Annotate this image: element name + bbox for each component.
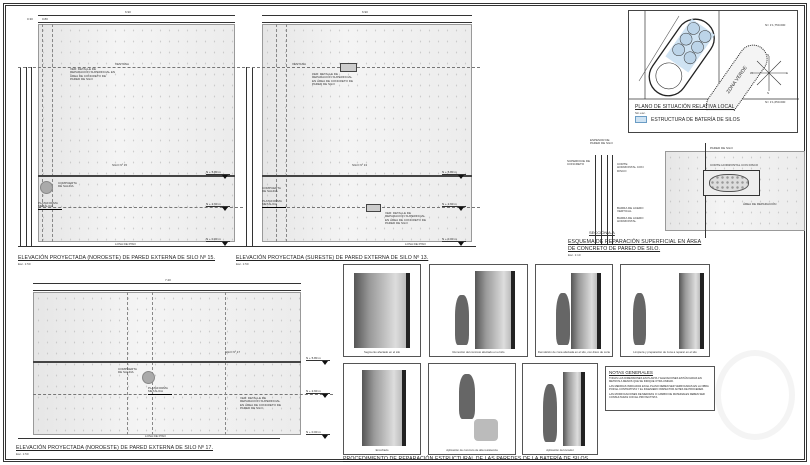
coordinate: N= 1'1,650.000 xyxy=(765,100,786,104)
level-marker: N + 5.80 m xyxy=(306,356,330,365)
plan-title: PLANO DE SITUACIÓN RELATIVA LOCAL xyxy=(635,104,735,110)
procedure-title: PROCEDIMIENTO DE REPARACIÓN ESTRUCTURAL … xyxy=(343,456,590,462)
compass-e: E xyxy=(786,71,789,75)
site-plan-drawing xyxy=(629,11,799,111)
location-plan: ZONA VERDE N S E W N= 1'1,750.000 N= 1'1… xyxy=(628,10,799,133)
legend-swatch xyxy=(635,116,647,123)
scheme-title: DE CONCRETO DE PARED DE SILO. xyxy=(568,246,661,252)
window-label: VENTANA xyxy=(292,62,306,66)
compass-w: W xyxy=(750,71,753,75)
platform-label: PLATAFORMA METÁLICA xyxy=(38,201,62,210)
elevation-silo-15: 6.90 0.30 0.80 5.80 VENTANA VER: DETALLE… xyxy=(0,0,250,270)
notes-title: NOTAS GENERALES xyxy=(609,370,653,375)
scheme-scale: Esc. 1:10 xyxy=(568,253,581,257)
repair-scheme: ESPESOR DE PARED DE SILO SUPERFICIE DE C… xyxy=(565,135,810,263)
dim-top: 6.90 xyxy=(125,10,131,14)
coordinate: N= 1'1,750.000 xyxy=(765,23,786,27)
level-marker: N + 0.00 m xyxy=(306,430,330,439)
drawing-frame xyxy=(3,3,807,462)
elevation-silo-17: 7.20 SILO Nº 17 COMPUERTA DE SALIDA PLAT… xyxy=(0,270,340,460)
floor-label: LOSA DE PISO xyxy=(145,434,166,438)
dim-top: 7.20 xyxy=(165,278,171,282)
elevation-scale: Esc. 1:50 xyxy=(236,262,249,266)
scheme-label: BARRA DE ACERO VERTICAL xyxy=(617,206,644,214)
silo-wall-panel xyxy=(38,24,235,242)
level-marker: N + 0.00 m xyxy=(206,237,230,246)
detail-note: VER: DETALLE DE REPARACIÓN SUPERFICIAL E… xyxy=(385,211,426,225)
scheme-label: CORTE HORIZONTAL CON DISCO xyxy=(710,163,759,167)
scheme-label: ÁREA DE REPARACIÓN xyxy=(743,202,777,206)
silo-label: SILO Nº 13 xyxy=(352,163,368,167)
silo-label: SILO Nº 17 xyxy=(225,350,241,354)
gate-label: COMPUERTA DE SALIDA xyxy=(58,181,77,189)
scheme-label: PARED DE SILO xyxy=(710,146,733,150)
silo-wall-panel xyxy=(33,292,301,435)
general-notes: NOTAS GENERALES TODAS LAS DIMENSIONES EN… xyxy=(605,366,715,411)
procedure-step-4: Limpieza y preparación de zona a reparar… xyxy=(620,264,710,357)
step-caption: Remoción del concreto afectado en el sil… xyxy=(452,350,505,354)
window-label: VENTANA xyxy=(115,62,129,66)
scheme-label: SUPERFICIE DE CONCRETO xyxy=(567,159,591,167)
step-caption: Encofrado xyxy=(375,448,389,452)
procedure-step-7: Aplicación del curador xyxy=(522,363,598,455)
level-marker: N + 2.60 m xyxy=(206,202,230,211)
note-item: LAS MODIFICACIONES DE MEDIDAS O CAMBIO D… xyxy=(609,393,705,399)
gate-circle xyxy=(142,371,155,384)
elevation-title: ELEVACIÓN PROYECTADA (NOROESTE) DE PARED… xyxy=(16,445,214,451)
detail-note: VER: DETALLE DE REPARACIÓN SUPERFICIAL E… xyxy=(312,72,353,86)
elevation-silo-13: 6.90 VENTANA VER: DETALLE DE REPARACIÓN … xyxy=(0,0,480,270)
step-caption: Segmento afectado en el silo xyxy=(363,350,401,354)
level-marker: N + 2.60 m xyxy=(306,389,330,398)
platform-label: PLATAFORMA METÁLICA xyxy=(148,386,172,395)
level-marker: N + 5.80 m xyxy=(206,170,230,179)
scheme-label: ESPESOR DE PARED DE SILO xyxy=(590,138,613,146)
dim-top: 6.90 xyxy=(362,10,368,14)
silo-label: SILO Nº 15 xyxy=(112,163,128,167)
floor-label: LOSA DE PISO xyxy=(115,242,136,246)
step-caption: Aplicación de concreto de alta resistenc… xyxy=(446,448,498,452)
scheme-title: ESQUEMA DE REPARACIÓN SUPERFICIAL EN ÁRE… xyxy=(568,239,702,245)
compass-s: S xyxy=(767,91,770,95)
step-caption: Limpieza y preparación de zona a reparar… xyxy=(633,350,697,354)
level-marker: N + 2.60 m xyxy=(442,202,466,211)
dim-b: 0.80 xyxy=(42,17,48,21)
repair-area-box xyxy=(340,63,357,72)
level-marker: N + 5.80 m xyxy=(442,170,466,179)
gate-label: COMPUERTA DE SALIDA xyxy=(262,186,281,194)
elevation-title: ELEVACIÓN PROYECTADA (NOROESTE) DE PARED… xyxy=(18,255,216,261)
note-item: TODAS LAS DIMENSIONES EN PLANTA Y ELEVAC… xyxy=(609,377,702,383)
plan-scale: Sin esc. xyxy=(635,111,646,115)
legend-label: ESTRUCTURA DE BATERÍA DE SILOS xyxy=(651,117,740,123)
detail-note: VER: DETALLE DE REPARACIÓN SUPERFICIAL E… xyxy=(70,67,116,82)
gate-circle xyxy=(40,181,53,194)
platform-label: PLATAFORMA METÁLICA xyxy=(262,199,286,208)
floor-label: LOSA DE PISO xyxy=(405,242,426,246)
note-item: LAS MEDIDAS INDICADAS EN EL PLANO DEBEN … xyxy=(609,385,709,391)
step-caption: Demolición de zona afectada en el silo, … xyxy=(537,350,611,354)
gate-label: COMPUERTA DE SALIDA xyxy=(118,367,137,375)
elevation-title: ELEVACIÓN PROYECTADA (SURESTE) DE PARED … xyxy=(236,255,429,261)
level-marker: N + 0.00 m xyxy=(442,237,466,246)
procedure-step-5: Encofrado xyxy=(343,363,421,455)
step-caption: Aplicación del curador xyxy=(546,448,574,452)
procedure-step-6: Aplicación de concreto de alta resistenc… xyxy=(428,363,516,455)
procedure-step-3: Demolición de zona afectada en el silo, … xyxy=(535,264,613,357)
section-label: SECCIÓN A-A xyxy=(589,230,615,235)
procedure-step-2: Remoción del concreto afectado en el sil… xyxy=(429,264,528,357)
scheme-label: CORTE HORIZONTAL CON DISCO xyxy=(617,162,644,173)
elevation-scale: Esc. 1:50 xyxy=(18,262,31,266)
dim-a: 0.30 xyxy=(27,17,33,21)
detail-note: VER: DETALLE DE REPARACIÓN SUPERFICIAL E… xyxy=(240,396,281,410)
procedure-step-1: Segmento afectado en el silo xyxy=(343,264,421,357)
elevation-scale: Esc. 1:50 xyxy=(16,452,29,456)
repair-area-box xyxy=(366,204,381,212)
scheme-label: BARRA DE ACERO HORIZONTAL xyxy=(617,216,644,224)
watermark-logo xyxy=(715,350,795,440)
repair-area xyxy=(703,170,760,196)
compass-n: N xyxy=(767,53,770,57)
